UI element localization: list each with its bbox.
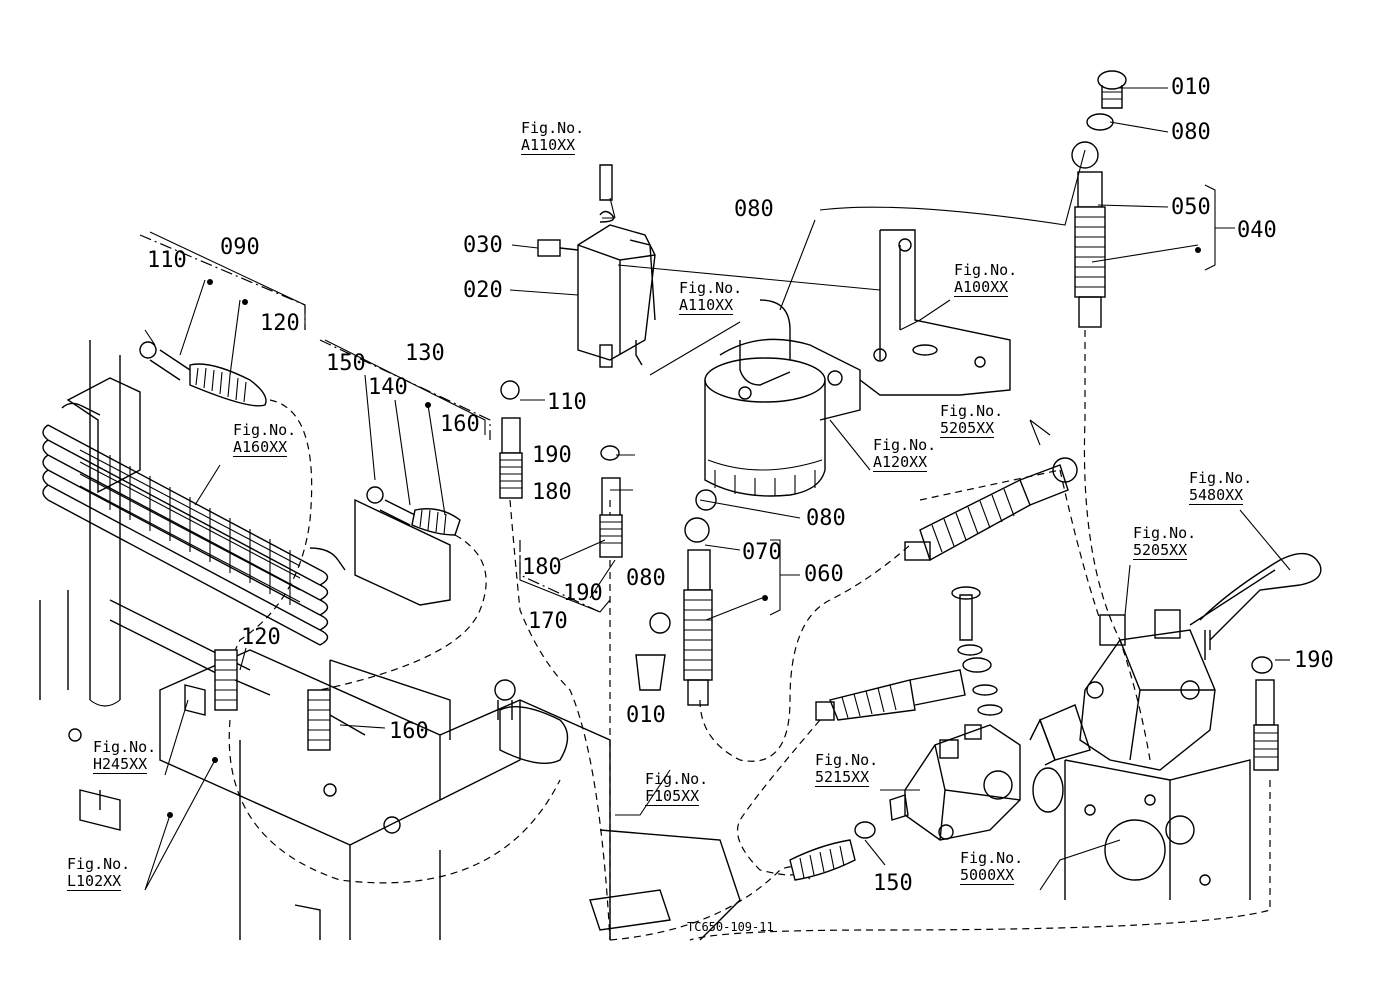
fig-ref-5215[interactable]: Fig.No. 5215XX — [815, 752, 878, 787]
part-label-170[interactable]: 170 — [528, 609, 568, 634]
fig-ref-code: 5480XX — [1189, 486, 1244, 505]
drawing-code: TC650-109-11 — [687, 920, 774, 934]
fig-ref-code: 5215XX — [815, 768, 870, 787]
part-label-010[interactable]: 010 — [626, 703, 666, 728]
fig-ref-5205[interactable]: Fig.No. 5205XX — [1133, 525, 1196, 560]
fig-ref-caption: Fig.No. — [1133, 524, 1197, 542]
part-label-130[interactable]: 130 — [405, 341, 445, 366]
fig-ref-h245[interactable]: Fig.No. H245XX — [93, 739, 156, 774]
part-label-150[interactable]: 150 — [326, 351, 366, 376]
fig-ref-code: A120XX — [873, 453, 928, 472]
fig-ref-a120[interactable]: Fig.No. A120XX — [873, 437, 936, 472]
fig-ref-5205[interactable]: Fig.No. 5205XX — [940, 403, 1003, 438]
part-label-160[interactable]: 160 — [440, 412, 480, 437]
part-label-120[interactable]: 120 — [260, 311, 300, 336]
fig-ref-code: 5000XX — [960, 866, 1015, 885]
leader-dots — [167, 247, 1201, 818]
fig-ref-code: 5205XX — [940, 419, 995, 438]
part-label-080[interactable]: 080 — [1171, 120, 1211, 145]
fig-ref-a100[interactable]: Fig.No. A100XX — [954, 262, 1017, 297]
fig-ref-f105[interactable]: Fig.No. F105XX — [645, 771, 708, 806]
fig-ref-caption: Fig.No. — [1189, 469, 1253, 487]
part-label-180[interactable]: 180 — [522, 555, 562, 580]
part-label-040[interactable]: 040 — [1237, 218, 1277, 243]
fig-ref-a160[interactable]: Fig.No. A160XX — [233, 422, 296, 457]
frame-drawing — [68, 498, 741, 941]
part-label-180[interactable]: 180 — [532, 480, 572, 505]
fig-ref-l102[interactable]: Fig.No. L102XX — [67, 856, 130, 891]
fig-ref-code: F105XX — [645, 787, 700, 806]
feed-pump-drawing — [889, 586, 1021, 841]
part-label-050[interactable]: 050 — [1171, 195, 1211, 220]
part-label-190[interactable]: 190 — [1294, 648, 1334, 673]
fig-ref-code: A110XX — [521, 136, 576, 155]
fig-ref-code: A100XX — [954, 278, 1009, 297]
fig-ref-caption: Fig.No. — [645, 770, 709, 788]
part-label-030[interactable]: 030 — [463, 233, 503, 258]
fig-ref-code: L102XX — [67, 872, 122, 891]
part-label-070[interactable]: 070 — [742, 540, 782, 565]
part-label-080[interactable]: 080 — [734, 197, 774, 222]
part-label-120[interactable]: 120 — [241, 625, 281, 650]
fig-ref-caption: Fig.No. — [521, 119, 585, 137]
fig-ref-caption: Fig.No. — [93, 738, 157, 756]
fig-ref-caption: Fig.No. — [233, 421, 297, 439]
part-label-190[interactable]: 190 — [532, 443, 572, 468]
fig-ref-code: H245XX — [93, 755, 148, 774]
fig-ref-code: A160XX — [233, 438, 288, 457]
fig-ref-a110[interactable]: Fig.No. A110XX — [521, 120, 584, 155]
hose-parts — [139, 70, 1279, 881]
part-label-190[interactable]: 190 — [563, 581, 603, 606]
part-label-110[interactable]: 110 — [147, 248, 187, 273]
fig-ref-code: 5205XX — [1133, 541, 1188, 560]
fig-ref-5480[interactable]: Fig.No. 5480XX — [1189, 470, 1252, 505]
part-label-080[interactable]: 080 — [806, 506, 846, 531]
fuel-lines — [226, 330, 1271, 941]
fig-ref-caption: Fig.No. — [67, 855, 131, 873]
fig-ref-5000[interactable]: Fig.No. 5000XX — [960, 850, 1023, 885]
part-label-010[interactable]: 010 — [1171, 75, 1211, 100]
part-label-080[interactable]: 080 — [626, 566, 666, 591]
fig-ref-code: A110XX — [679, 296, 734, 315]
part-label-110[interactable]: 110 — [547, 390, 587, 415]
fuel-pump-drawing — [537, 164, 656, 368]
part-label-090[interactable]: 090 — [220, 235, 260, 260]
fig-ref-caption: Fig.No. — [679, 279, 743, 297]
fig-ref-caption: Fig.No. — [940, 402, 1004, 420]
fig-ref-caption: Fig.No. — [873, 436, 937, 454]
part-label-060[interactable]: 060 — [804, 562, 844, 587]
fig-ref-caption: Fig.No. — [815, 751, 879, 769]
fuel-filter-drawing — [704, 229, 1011, 497]
fig-ref-a110[interactable]: Fig.No. A110XX — [679, 280, 742, 315]
group-brackets — [139, 234, 601, 613]
part-label-150[interactable]: 150 — [873, 871, 913, 896]
part-label-020[interactable]: 020 — [463, 278, 503, 303]
oil-cooler-drawing — [39, 340, 346, 707]
fig-ref-caption: Fig.No. — [960, 849, 1024, 867]
leader-lines — [144, 87, 1291, 891]
part-label-140[interactable]: 140 — [368, 375, 408, 400]
part-label-160[interactable]: 160 — [389, 719, 429, 744]
fig-ref-caption: Fig.No. — [954, 261, 1018, 279]
injection-pump-drawing — [1029, 552, 1322, 900]
